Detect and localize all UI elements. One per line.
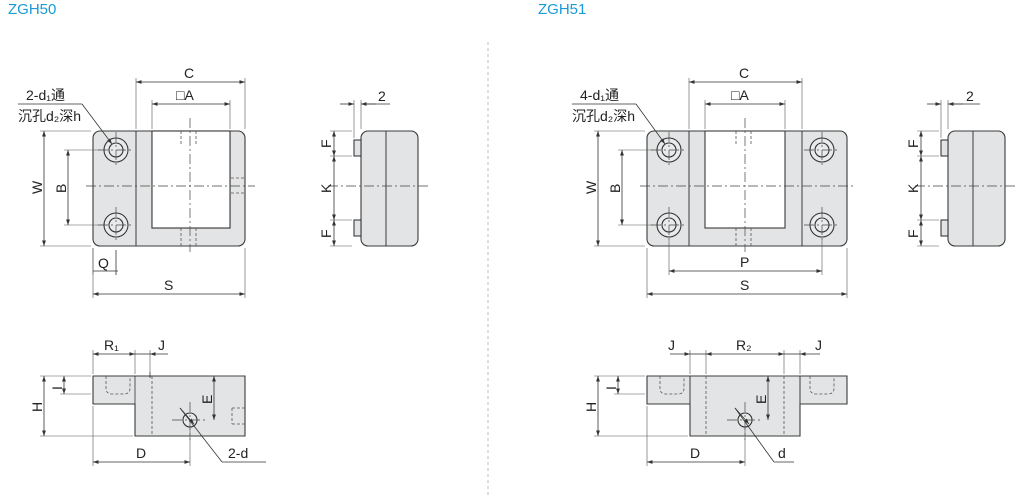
zgh50-dim-C: C bbox=[184, 65, 194, 81]
zgh50-bottom-view: R₁ J H I E D 2-d bbox=[29, 337, 266, 466]
zgh51-side-dim-F-bottom: F bbox=[905, 229, 921, 238]
zgh50-dim-B: B bbox=[53, 184, 69, 193]
zgh51-dim-A: □A bbox=[731, 87, 749, 103]
zgh50-side-dim-F-top: F bbox=[318, 139, 334, 148]
model-title-left: ZGH50 bbox=[8, 1, 56, 18]
zgh51-dim-J-right: J bbox=[815, 337, 822, 353]
zgh50-side-dim-F-bottom: F bbox=[318, 229, 334, 238]
zgh50-side-dim-K: K bbox=[318, 183, 334, 193]
zgh50-dim-D: D bbox=[136, 445, 146, 461]
zgh50-note-line1: 2-d₁通 bbox=[26, 87, 65, 103]
zgh50-dim-H: H bbox=[29, 402, 45, 412]
zgh50-dim-I: I bbox=[49, 386, 65, 390]
zgh50-note-line2: 沉孔d₂深h bbox=[18, 108, 81, 124]
zgh51-bottom-view: J R₂ J H I E D d bbox=[583, 337, 848, 466]
zgh51-side-dim-2: 2 bbox=[966, 88, 974, 104]
zgh51-dim-I: I bbox=[603, 386, 619, 390]
zgh50-dim-2d: 2-d bbox=[228, 445, 248, 461]
zgh50-dim-E: E bbox=[199, 395, 215, 404]
zgh51-bottom-body bbox=[646, 375, 848, 437]
zgh51-side-dim-K: K bbox=[905, 183, 921, 193]
model-title-right: ZGH51 bbox=[538, 1, 586, 18]
zgh51-dim-P: P bbox=[740, 254, 749, 270]
zgh51-dim-B: B bbox=[607, 184, 623, 193]
zgh51-note-line1: 4-d₁通 bbox=[580, 87, 619, 103]
zgh50-dim-R1: R₁ bbox=[104, 337, 119, 353]
zgh51-dim-E: E bbox=[753, 395, 769, 404]
zgh51-dim-d: d bbox=[778, 445, 786, 461]
zgh50-dim-A: □A bbox=[176, 87, 194, 103]
zgh50-dim-J: J bbox=[158, 337, 165, 353]
zgh51-side-view: 2 F K F bbox=[905, 88, 1018, 247]
zgh50-side-body bbox=[360, 130, 419, 247]
zgh50-side-view: 2 F K F bbox=[318, 88, 430, 247]
zgh50-dim-S: S bbox=[164, 277, 173, 293]
zgh51-side-dim-F-top: F bbox=[905, 139, 921, 148]
zgh51-front-view: C □A 4-d₁通 沉孔d₂深h W B P S bbox=[572, 65, 856, 298]
zgh51-note-line2: 沉孔d₂深h bbox=[572, 108, 635, 124]
zgh50-front-view: C □A 2-d₁通 沉孔d₂深h W B Q S bbox=[18, 65, 255, 298]
zgh50-dim-Q: Q bbox=[98, 255, 109, 271]
zgh51-side-body bbox=[947, 130, 1006, 247]
zgh51-dim-D: D bbox=[690, 445, 700, 461]
zgh51-dim-H: H bbox=[583, 402, 599, 412]
zgh51-dim-C: C bbox=[739, 65, 749, 81]
zgh50-side-dim-2: 2 bbox=[378, 88, 386, 104]
zgh51-dim-R2: R₂ bbox=[736, 337, 752, 353]
zgh51-dim-J-left: J bbox=[668, 337, 675, 353]
zgh51-dim-S: S bbox=[740, 277, 749, 293]
zgh51-dim-W: W bbox=[583, 180, 599, 194]
zgh50-dim-W: W bbox=[29, 180, 45, 194]
zgh50-bottom-body bbox=[92, 375, 246, 437]
